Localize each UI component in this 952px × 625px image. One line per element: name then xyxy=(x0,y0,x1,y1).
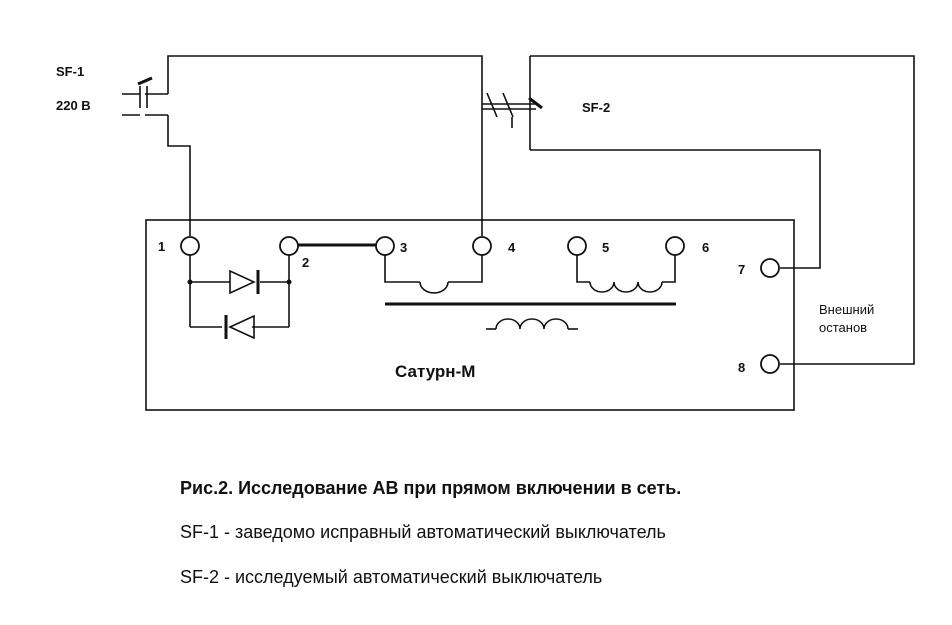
external-stop-label-line2: останов xyxy=(819,320,867,335)
terminal-label-1: 1 xyxy=(158,239,165,254)
figure-caption-title: Рис.2. Исследование АВ при прямом включе… xyxy=(180,478,682,498)
terminal-7 xyxy=(760,258,780,278)
primary-coil xyxy=(384,255,483,294)
lower-winding xyxy=(486,318,578,330)
sf2-control-wiring xyxy=(530,55,915,365)
external-stop-label-line1: Внешний xyxy=(819,302,874,317)
terminal-4 xyxy=(472,236,492,256)
sf1-voltage-label: 220 В xyxy=(56,98,91,113)
terminal-label-3: 3 xyxy=(400,240,407,255)
supply-wiring xyxy=(167,55,483,236)
terminal-6 xyxy=(665,236,685,256)
saturn-m-device-box xyxy=(145,219,795,411)
diode-icon xyxy=(228,314,255,340)
terminal-label-5: 5 xyxy=(602,240,609,255)
sf2-label: SF-2 xyxy=(582,100,610,115)
wiring-diagram: SF-1 220 В SF-2 1 2 3 4 5 6 7 8 Внешний … xyxy=(56,55,915,411)
sf1-label: SF-1 xyxy=(56,64,84,79)
sf1-breaker-symbol xyxy=(122,76,168,116)
terminal-1 xyxy=(180,236,200,256)
terminal-5 xyxy=(567,236,587,256)
figure-caption-sf2: SF-2 - исследуемый автоматический выключ… xyxy=(180,567,603,587)
secondary-coil xyxy=(576,255,676,293)
terminal-8 xyxy=(760,354,780,374)
terminal-label-7: 7 xyxy=(738,262,745,277)
terminal-2 xyxy=(279,236,299,256)
diode-icon xyxy=(229,269,256,295)
terminal-label-6: 6 xyxy=(702,240,709,255)
terminal-3 xyxy=(375,236,395,256)
sf2-breaker-symbol xyxy=(481,56,543,236)
terminal-label-4: 4 xyxy=(508,240,516,255)
diode-bridge xyxy=(187,255,292,340)
figure-caption-sf1: SF-1 - заведомо исправный автоматический… xyxy=(180,522,666,542)
terminal-label-2: 2 xyxy=(302,255,309,270)
device-name-label: Сатурн-М xyxy=(395,362,475,381)
terminal-label-8: 8 xyxy=(738,360,745,375)
